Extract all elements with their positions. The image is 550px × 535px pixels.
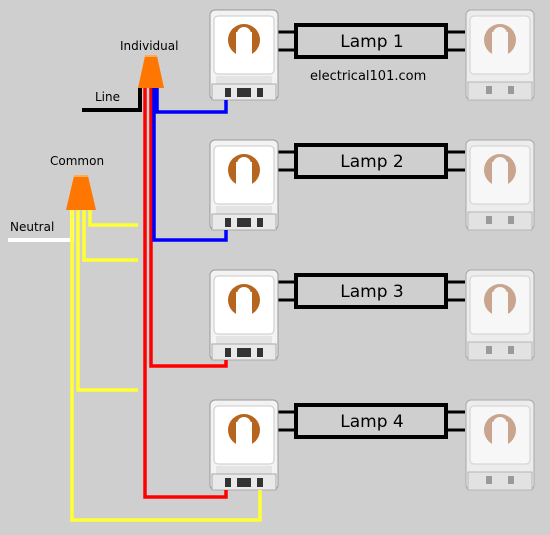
- lamp-4: Lamp 4: [278, 403, 465, 439]
- lampholder-icon: [209, 399, 279, 491]
- lamp-1: Lamp 1: [278, 23, 465, 59]
- lampholder-icon: [465, 399, 535, 491]
- lampholder-icon: [209, 139, 279, 231]
- watermark-text: electrical101.com: [310, 69, 426, 84]
- individual-label: Individual: [120, 39, 178, 53]
- lamp-2: Lamp 2: [278, 143, 465, 179]
- wire-nut-icon: [138, 55, 164, 88]
- lamp-label: Lamp 4: [340, 412, 403, 432]
- lampholder-icon: [465, 269, 535, 361]
- hot-wires: [143, 88, 228, 499]
- lampholder-icon: [465, 9, 535, 101]
- lampholder-icon: [465, 139, 535, 231]
- common-wires: [70, 210, 262, 522]
- common-label: Common: [50, 154, 104, 168]
- lamp-label: Lamp 3: [340, 282, 403, 302]
- lamp-label: Lamp 1: [340, 32, 403, 52]
- lamp-label: Lamp 2: [340, 152, 403, 172]
- line-wire: [82, 88, 142, 112]
- lampholder-icon: [209, 9, 279, 101]
- lampholder-icon: [209, 269, 279, 361]
- line-label: Line: [95, 90, 120, 104]
- lamp-3: Lamp 3: [278, 273, 465, 309]
- wire-nut-icon: [66, 175, 96, 210]
- switched-wires: [152, 88, 228, 242]
- neutral-label: Neutral: [10, 220, 54, 234]
